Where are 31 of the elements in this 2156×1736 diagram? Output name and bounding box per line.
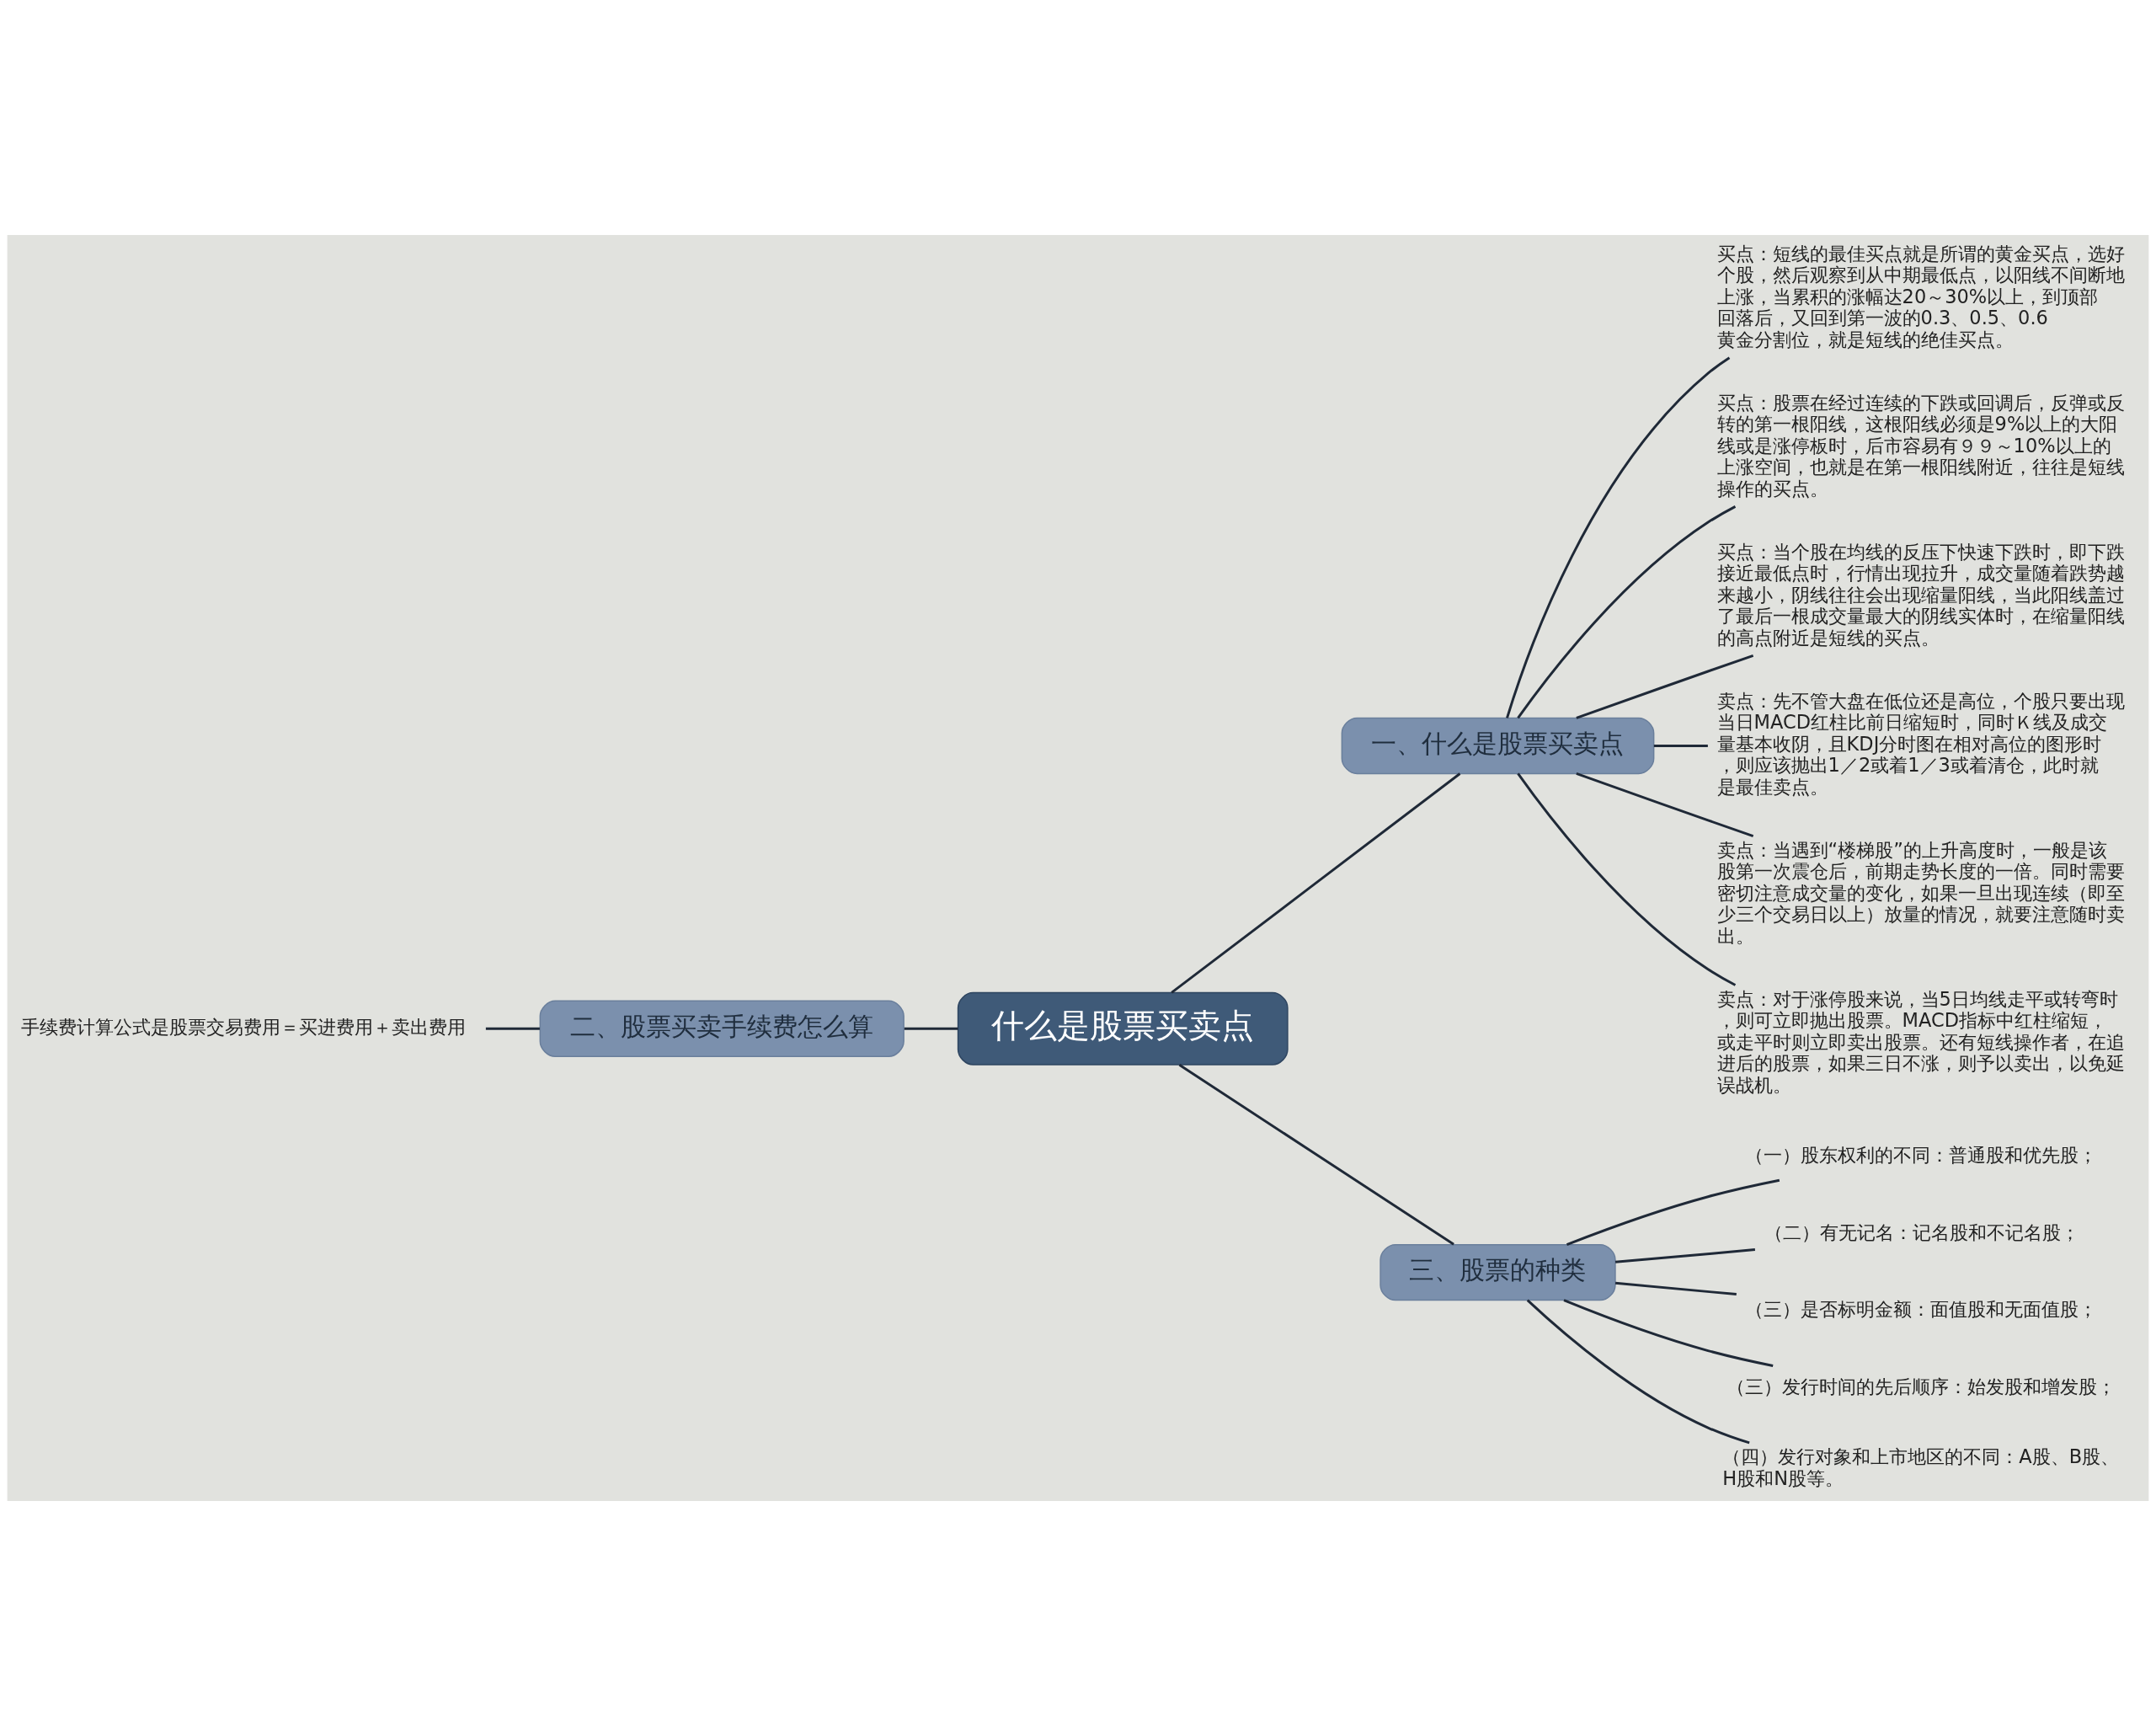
connector xyxy=(1178,1064,1454,1246)
connector xyxy=(1563,1299,1774,1367)
node-text: 买点：当个股在均线的反压下快速下跌时，即下跌接近最低点时，行情出现拉升，成交量随着跌势越来越小，阴线往往会出现缩量阳线，当此阳线盖过了最后一根成交量最大的阴线实体时，在缩量阳线的高点附近是短线的买点。 xyxy=(1716,540,2125,649)
connector xyxy=(1517,772,1737,986)
node-text: （二）有无记名：记名股和不记名股； xyxy=(1764,1221,2079,1243)
node-text: 买点：短线的最佳买点就是所谓的黄金买点，选好个股，然后观察到从中期最低点，以阳线不间断地上涨，当累积的涨幅达20～30%以上，到顶部回落后，又回到第一波的0.3、0.5、0.6黄金分割位，就是短线的绝佳买点。 xyxy=(1716,242,2125,350)
connector xyxy=(1566,1178,1780,1246)
node-box: 一、什么是股票买卖点 xyxy=(1341,717,1655,775)
connector xyxy=(485,1027,540,1030)
node-box: 二、股票买卖手续费怎么算 xyxy=(539,1000,905,1057)
connector xyxy=(1576,772,1754,837)
connector xyxy=(1506,356,1731,718)
node-text: （四）发行对象和上市地区的不同：A股、B股、H股和N股等。 xyxy=(1722,1445,2120,1489)
node-text: 手续费计算公式是股票交易费用＝买进费用＋卖出费用 xyxy=(21,1015,467,1038)
connector xyxy=(1576,654,1754,719)
connector xyxy=(904,1027,958,1030)
node-text: 买点：股票在经过连续的下跌或回调后，反弹或反转的第一根阳线，这根阳线必须是9%以上的大阳线或是涨停板时，后市容易有９９～10%以上的上涨空间，也就是在第一根阳线附近，往往是短线操作的买点。 xyxy=(1716,391,2125,499)
connector xyxy=(1614,1248,1755,1263)
node-text: （三）是否标明金额：面值股和无面值股； xyxy=(1745,1298,2098,1321)
node-text: （一）股东权利的不同：普通股和优先股； xyxy=(1745,1144,2098,1167)
node-text: 卖点：当遇到“楼梯股”的上升高度时，一般是该股第一次震仓后，前期走势长度的一倍。同时需要密切注意成交量的变化，如果一旦出现连续（即至少三个交易日以上）放量的情况，就要注意随时卖出。 xyxy=(1716,838,2125,947)
connector xyxy=(1653,744,1708,747)
connector xyxy=(1526,1299,1750,1445)
node-text: 卖点：对于涨停股来说，当5日均线走平或转弯时，则可立即抛出股票。MACD指标中红柱缩短，或走平时则立即卖出股票。还有短线操作者，在追进后的股票，如果三日不涨，则予以卖出，以免延误战机。 xyxy=(1716,987,2125,1096)
node-box: 三、股票的种类 xyxy=(1380,1243,1616,1301)
connector xyxy=(1614,1281,1737,1296)
node-box: 什么是股票买卖点 xyxy=(957,991,1289,1066)
node-text: 卖点：先不管大盘在低位还是高位，个股只要出现当日MACD红柱比前日缩短时，同时Ｋ线及成交量基本收阴，且KDJ分时图在相对高位的图形时，则应该抛出1／2或着1／3或着清仓，此时就是最佳卖点。 xyxy=(1716,689,2125,798)
node-text: （三）发行时间的先后顺序：始发股和增发股； xyxy=(1726,1375,2116,1397)
connector xyxy=(1171,772,1461,994)
connector xyxy=(1517,505,1737,719)
